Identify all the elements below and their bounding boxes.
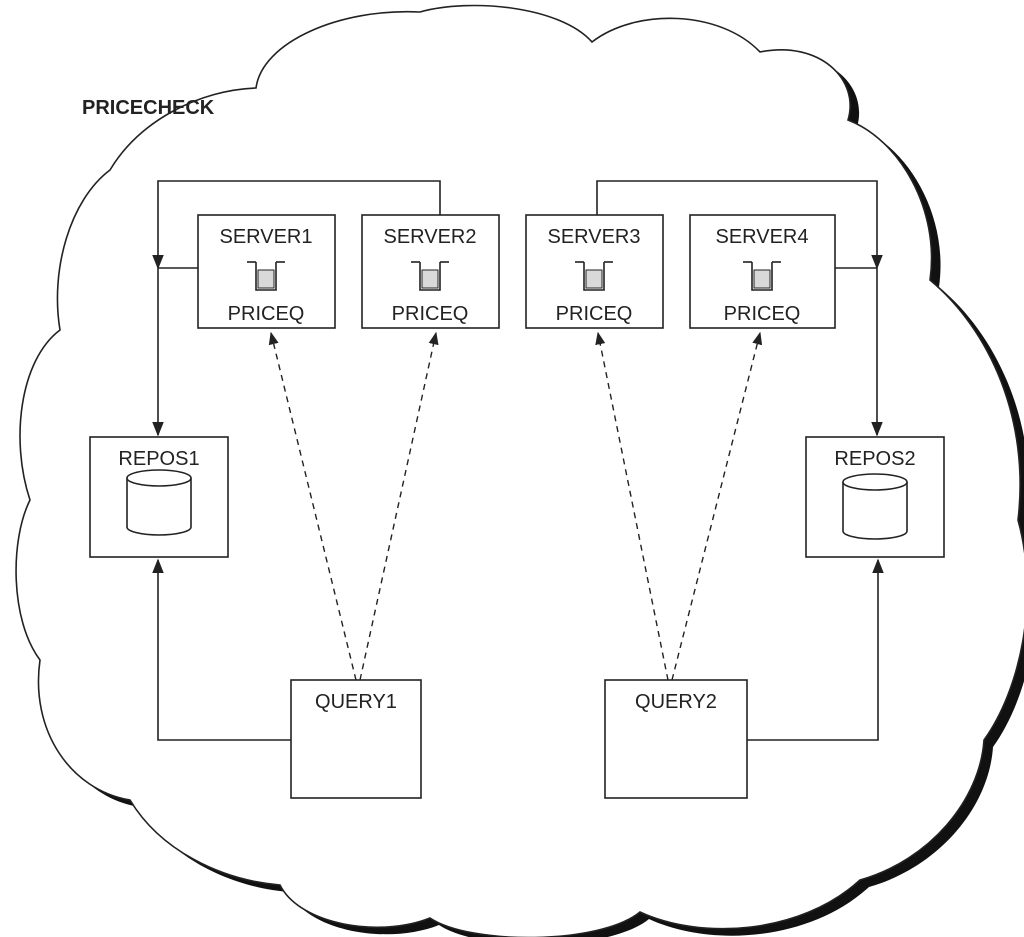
queue-name: PRICEQ (392, 303, 469, 325)
query-name: QUERY1 (315, 691, 397, 713)
server-name: SERVER3 (547, 226, 640, 248)
server-name: SERVER2 (383, 226, 476, 248)
queue-icon (575, 261, 613, 291)
server-node-4: SERVER4 PRICEQ (689, 214, 836, 329)
repository-node-1: REPOS1 (89, 436, 229, 558)
server-node-3: SERVER3 PRICEQ (525, 214, 664, 329)
repository-node-2: REPOS2 (805, 436, 945, 558)
server-node-2: SERVER2 PRICEQ (361, 214, 500, 329)
query-name: QUERY2 (635, 691, 717, 713)
queue-name: PRICEQ (556, 303, 633, 325)
queue-icon (411, 261, 449, 291)
server-name: SERVER1 (219, 226, 312, 248)
server-node-1: SERVER1 PRICEQ (197, 214, 336, 329)
repository-name: REPOS1 (118, 448, 199, 470)
query-node-1: QUERY1 (290, 679, 422, 799)
database-icon (126, 469, 192, 536)
queue-icon (743, 261, 781, 291)
queue-name: PRICEQ (228, 303, 305, 325)
query-links (268, 331, 763, 681)
repository-links (152, 180, 884, 741)
queue-name: PRICEQ (724, 303, 801, 325)
cluster-title: PRICECHECK (82, 97, 215, 119)
query-node-2: QUERY2 (604, 679, 748, 799)
server-name: SERVER4 (715, 226, 808, 248)
repository-name: REPOS2 (834, 448, 915, 470)
database-icon (842, 473, 908, 540)
queue-icon (247, 261, 285, 291)
